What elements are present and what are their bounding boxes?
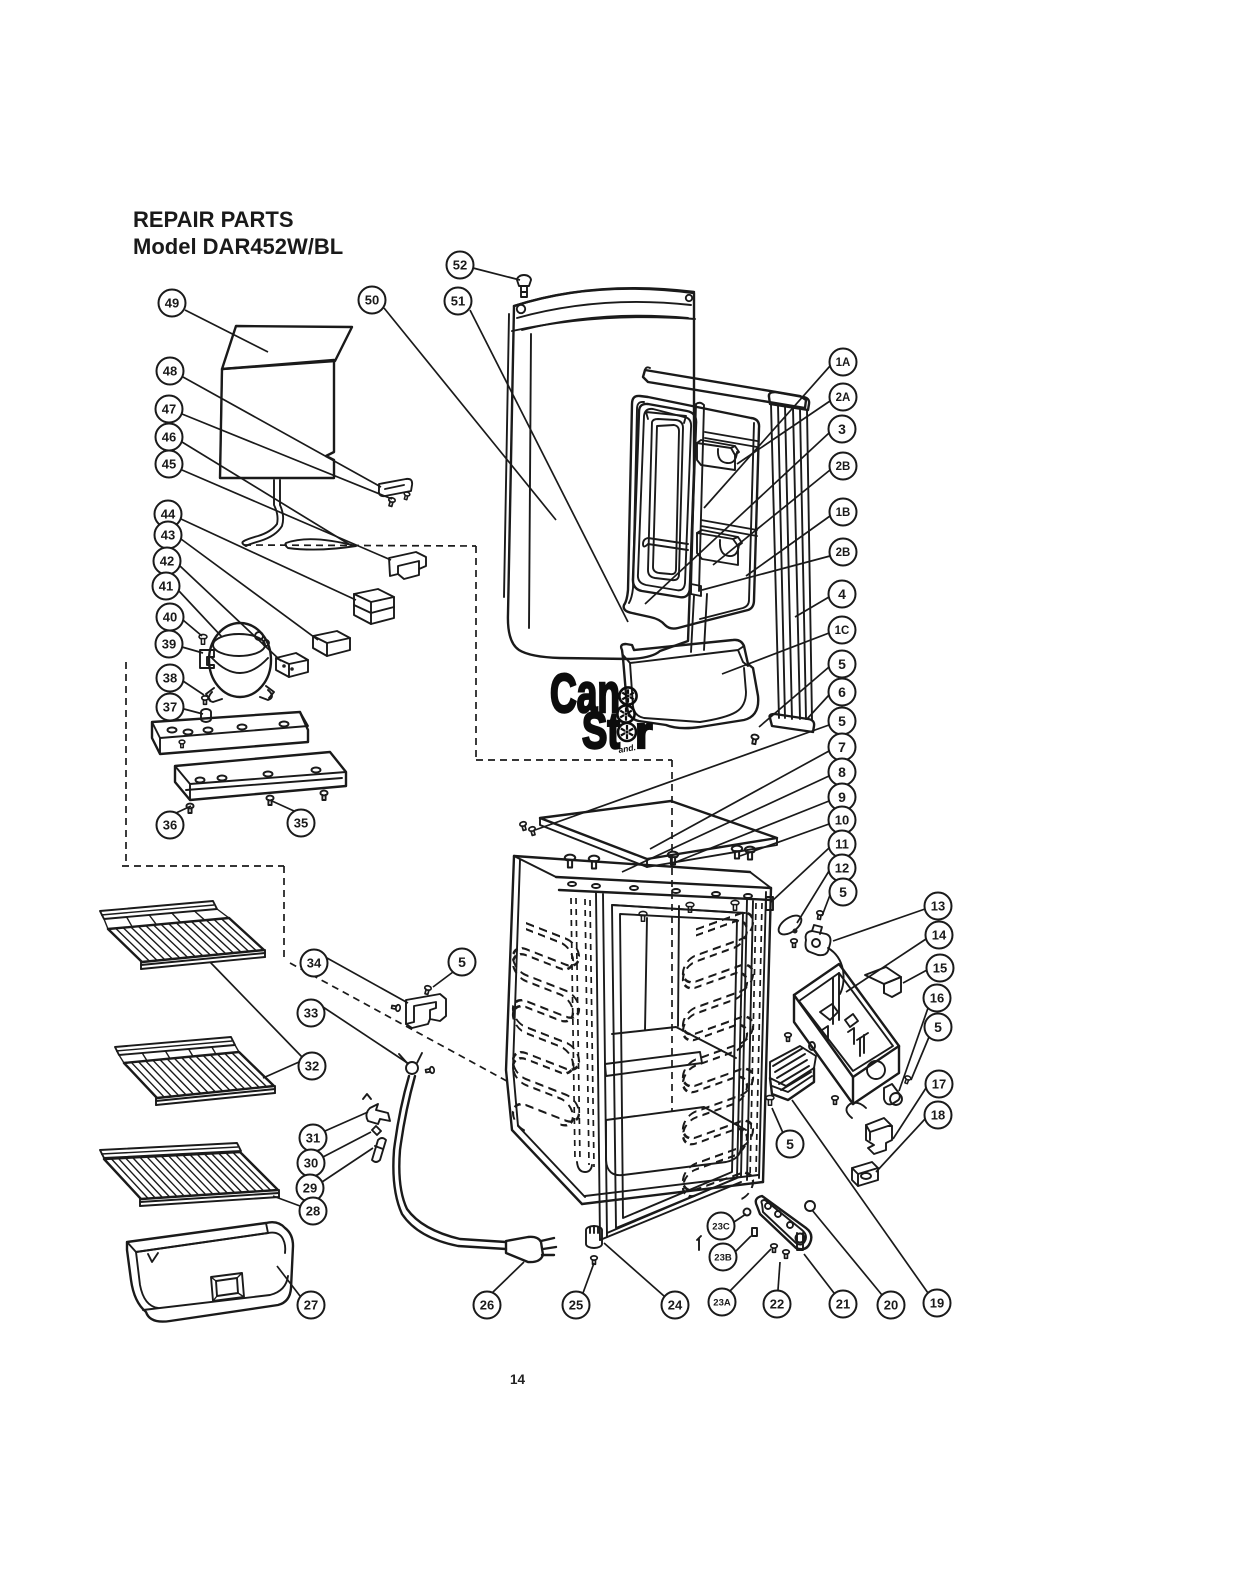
svg-text:r: r xyxy=(635,707,653,758)
svg-text:23B: 23B xyxy=(714,1252,732,1263)
svg-text:5: 5 xyxy=(934,1019,942,1035)
svg-text:12: 12 xyxy=(835,861,849,876)
svg-text:28: 28 xyxy=(306,1204,320,1219)
svg-text:27: 27 xyxy=(304,1298,318,1313)
svg-text:5: 5 xyxy=(786,1136,794,1152)
svg-text:4: 4 xyxy=(838,586,846,602)
svg-text:3: 3 xyxy=(838,421,846,437)
svg-text:30: 30 xyxy=(304,1156,318,1171)
svg-text:48: 48 xyxy=(163,364,177,379)
svg-text:33: 33 xyxy=(304,1006,318,1021)
svg-text:22: 22 xyxy=(770,1297,784,1312)
svg-text:2B: 2B xyxy=(836,461,851,473)
svg-text:23C: 23C xyxy=(712,1221,730,1232)
svg-text:50: 50 xyxy=(365,293,379,308)
svg-text:37: 37 xyxy=(163,700,177,715)
svg-text:11: 11 xyxy=(835,837,849,852)
svg-text:1A: 1A xyxy=(836,357,851,369)
svg-text:34: 34 xyxy=(307,956,322,971)
svg-text:40: 40 xyxy=(163,610,177,625)
svg-text:10: 10 xyxy=(835,813,849,828)
svg-text:17: 17 xyxy=(932,1077,946,1092)
svg-text:42: 42 xyxy=(160,554,174,569)
svg-text:41: 41 xyxy=(159,579,173,594)
svg-text:7: 7 xyxy=(838,739,846,755)
svg-text:2A: 2A xyxy=(836,392,851,404)
svg-text:43: 43 xyxy=(161,528,175,543)
svg-text:49: 49 xyxy=(165,296,179,311)
svg-text:36: 36 xyxy=(163,818,177,833)
svg-text:13: 13 xyxy=(931,899,945,914)
svg-text:16: 16 xyxy=(930,991,944,1006)
svg-text:18: 18 xyxy=(931,1108,945,1123)
svg-text:19: 19 xyxy=(930,1296,944,1311)
svg-text:Model DAR452W/BL: Model DAR452W/BL xyxy=(133,234,343,259)
svg-text:35: 35 xyxy=(294,816,308,831)
svg-text:52: 52 xyxy=(453,258,467,273)
svg-text:1B: 1B xyxy=(836,507,851,519)
svg-text:23A: 23A xyxy=(713,1297,731,1308)
svg-text:9: 9 xyxy=(838,789,846,805)
svg-text:46: 46 xyxy=(162,430,176,445)
svg-text:REPAIR PARTS: REPAIR PARTS xyxy=(133,207,294,232)
svg-text:21: 21 xyxy=(836,1297,850,1312)
svg-text:5: 5 xyxy=(838,713,846,729)
svg-text:14: 14 xyxy=(932,928,947,943)
svg-text:15: 15 xyxy=(933,961,947,976)
svg-text:32: 32 xyxy=(305,1059,319,1074)
svg-text:26: 26 xyxy=(480,1298,494,1313)
svg-text:24: 24 xyxy=(668,1298,683,1313)
svg-text:38: 38 xyxy=(163,671,177,686)
svg-text:45: 45 xyxy=(162,457,176,472)
svg-text:1C: 1C xyxy=(835,625,850,637)
svg-text:25: 25 xyxy=(569,1298,583,1313)
svg-text:St: St xyxy=(582,702,620,759)
svg-text:44: 44 xyxy=(161,507,176,522)
svg-text:14: 14 xyxy=(510,1372,526,1387)
svg-text:31: 31 xyxy=(306,1131,320,1146)
svg-text:5: 5 xyxy=(839,884,847,900)
svg-text:2B: 2B xyxy=(836,547,851,559)
svg-text:39: 39 xyxy=(162,637,176,652)
svg-text:29: 29 xyxy=(303,1181,317,1196)
svg-text:20: 20 xyxy=(884,1298,898,1313)
svg-text:5: 5 xyxy=(458,954,466,970)
svg-text:51: 51 xyxy=(451,294,465,309)
svg-text:5: 5 xyxy=(838,656,846,672)
svg-text:8: 8 xyxy=(838,764,846,780)
svg-text:6: 6 xyxy=(838,684,846,700)
svg-text:47: 47 xyxy=(162,402,176,417)
